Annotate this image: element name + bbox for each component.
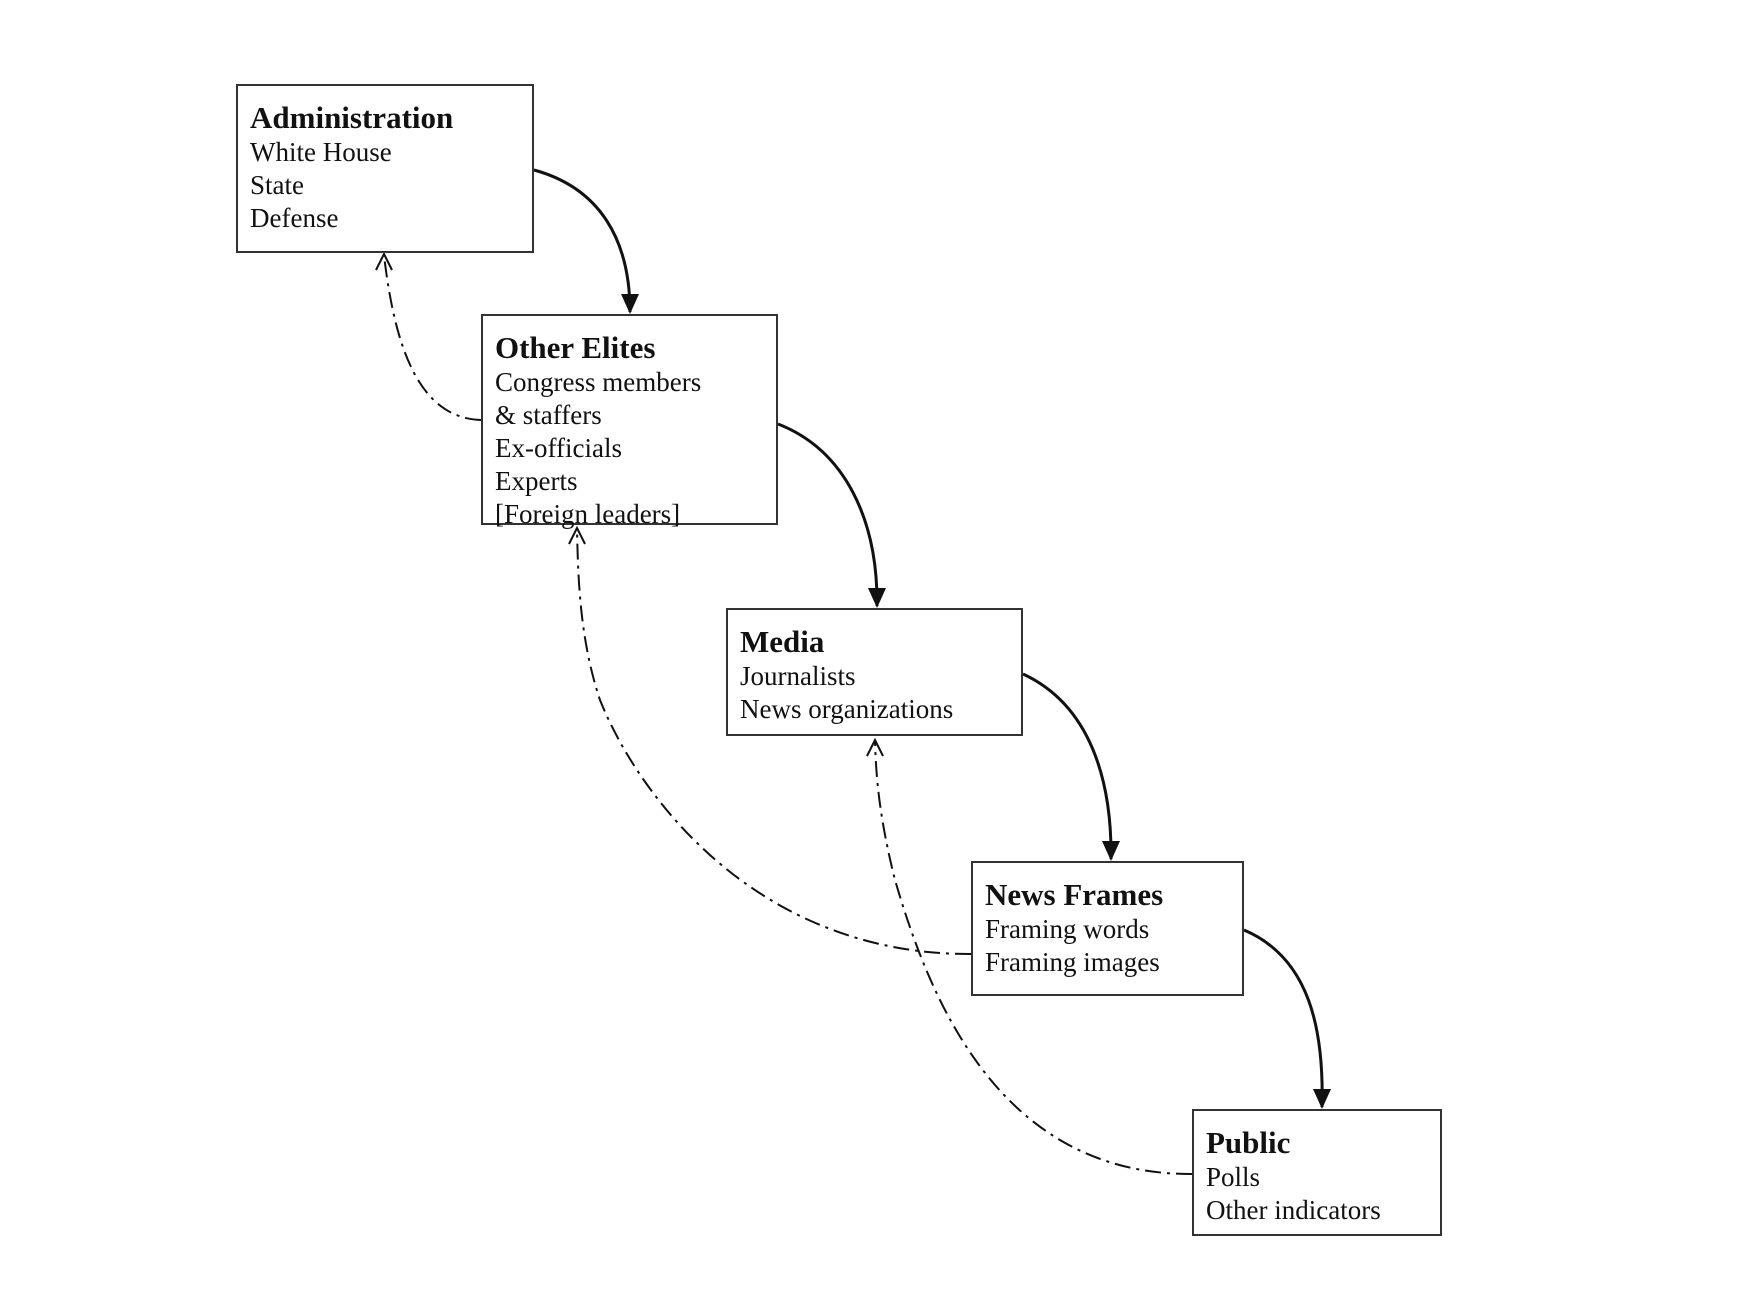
- edge-other-elites-to-media: [777, 422, 879, 607]
- node-item: News organizations: [740, 694, 954, 724]
- node-news-frames: News Frames Framing words Framing images: [971, 861, 1244, 996]
- node-item: Congress members: [495, 367, 702, 397]
- node-media: Media Journalists News organizations: [726, 608, 1023, 736]
- arrowhead-media-icon: [868, 588, 886, 608]
- node-title: Public: [1206, 1125, 1291, 1160]
- node-title: Media: [740, 624, 825, 659]
- node-item: [Foreign leaders]: [495, 499, 681, 529]
- node-title: Other Elites: [495, 330, 656, 365]
- node-public: Public Polls Other indicators: [1192, 1109, 1442, 1236]
- node-administration: Administration White House State Defense: [236, 84, 534, 253]
- node-title: News Frames: [985, 877, 1164, 912]
- node-item: Defense: [250, 203, 339, 233]
- node-item: Framing words: [985, 914, 1150, 944]
- node-item: Ex-officials: [495, 433, 622, 463]
- node-item: & staffers: [495, 400, 602, 430]
- edge-public-to-media: [874, 739, 1193, 1176]
- edge-news-frames-to-other-elites: [576, 527, 972, 956]
- arrowhead-media-feedback-icon: [866, 737, 884, 757]
- edge-media-to-news-frames: [1022, 672, 1113, 860]
- node-item: Other indicators: [1206, 1195, 1381, 1225]
- arrowhead-news-frames-icon: [1102, 841, 1120, 861]
- node-item: Experts: [495, 466, 578, 496]
- arrowhead-other-elites-icon: [621, 294, 639, 314]
- node-item: Journalists: [740, 661, 856, 691]
- edge-administration-to-other-elites: [533, 168, 632, 313]
- node-item: Framing images: [985, 947, 1160, 977]
- node-item: Polls: [1206, 1162, 1261, 1192]
- node-title: Administration: [250, 100, 454, 135]
- node-item: White House: [250, 137, 392, 167]
- edge-other-elites-to-administration: [383, 254, 482, 421]
- node-other-elites: Other Elites Congress members & staffers…: [481, 314, 778, 529]
- arrowhead-public-icon: [1313, 1089, 1331, 1109]
- arrowhead-other-elites-feedback-icon: [568, 525, 586, 545]
- edge-news-frames-to-public: [1243, 928, 1324, 1108]
- node-item: State: [250, 170, 304, 200]
- arrowhead-administration-icon: [375, 251, 393, 271]
